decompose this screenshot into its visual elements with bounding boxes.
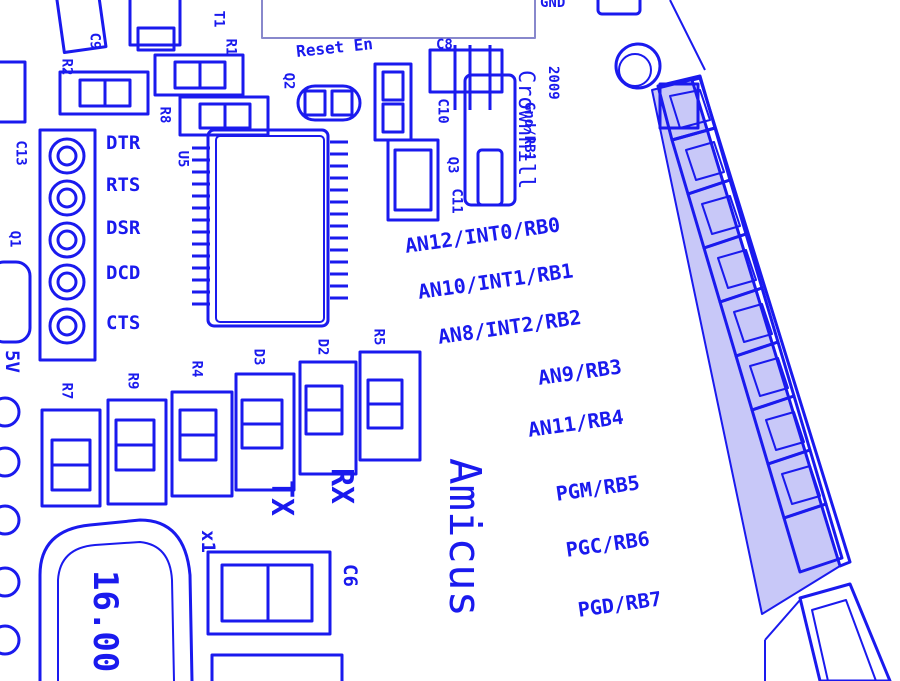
mounting-hole xyxy=(614,42,662,90)
component-c13 xyxy=(0,60,27,124)
ref-q2: Q2 xyxy=(280,72,297,90)
ref-c6: C6 xyxy=(338,564,361,587)
pin-label-rb6: PGC/RB6 xyxy=(564,526,652,562)
board-edge xyxy=(669,0,706,71)
serial-testpoints xyxy=(38,128,97,362)
signal-rts: RTS xyxy=(106,174,141,196)
edge-holes xyxy=(0,396,21,656)
component-c6 xyxy=(206,550,332,636)
component-r2 xyxy=(58,70,150,116)
ref-r7: R7 xyxy=(58,382,75,400)
ref-r4: R4 xyxy=(188,360,205,378)
pin-label-rb3: AN9/RB3 xyxy=(536,354,624,390)
component-r5 xyxy=(358,350,422,462)
ref-5v: 5V xyxy=(0,350,23,373)
ref-c8: C8 xyxy=(436,37,453,53)
signal-cts: CTS xyxy=(106,312,141,334)
pin-label-rb5: PGM/RB5 xyxy=(554,470,642,506)
year-label: 2009 xyxy=(545,66,561,100)
component-c10 xyxy=(386,138,440,222)
component-q1 xyxy=(0,260,32,344)
component-r9 xyxy=(106,398,168,506)
component-r7 xyxy=(40,408,102,508)
component-t1 xyxy=(128,0,182,47)
ref-c10: C10 xyxy=(434,98,451,124)
ref-r5: R5 xyxy=(370,328,387,346)
rx-label: RX xyxy=(324,468,359,505)
pin-label-rb7: PGD/RB7 xyxy=(576,586,664,622)
component-c9 xyxy=(54,0,108,54)
pin-label-rb1: AN10/INT1/RB1 xyxy=(416,258,575,304)
ref-c9: C9 xyxy=(86,32,103,50)
crystal-label: 16.00 xyxy=(85,570,125,673)
ref-r2: R2 xyxy=(58,58,75,76)
signal-dcd: DCD xyxy=(106,262,141,284)
component-r1 xyxy=(153,53,245,97)
ref-r9: R9 xyxy=(124,372,141,390)
signal-dtr: DTR xyxy=(106,132,141,154)
component-d2 xyxy=(298,360,358,476)
component-q2 xyxy=(296,84,362,122)
amicus-label: Amicus xyxy=(439,458,490,617)
component-r4 xyxy=(170,390,234,498)
component-d3 xyxy=(234,372,296,492)
signal-dsr: DSR xyxy=(106,217,141,239)
pin-label-rb0: AN12/INT0/RB0 xyxy=(403,212,562,258)
lcd-window xyxy=(261,0,536,39)
ref-u5: U5 xyxy=(174,150,191,168)
pin-label-rb4: AN11/RB4 xyxy=(526,404,626,442)
component-u5 xyxy=(192,128,348,328)
pin-label-rb2: AN8/INT2/RB2 xyxy=(436,305,583,349)
ref-c13: C13 xyxy=(12,140,29,166)
reset-en-label: Reset En xyxy=(295,34,374,61)
ref-t1: T1 xyxy=(210,10,227,28)
ref-d3: D3 xyxy=(250,348,267,366)
ref-x1: x1 xyxy=(196,530,219,553)
crystal-x1 xyxy=(38,518,194,681)
gnd-rb1-label: Gnd/RB1 xyxy=(521,102,537,162)
header-connector xyxy=(651,74,892,681)
ref-c11: C11 xyxy=(448,188,465,214)
tx-label: TX xyxy=(264,480,299,517)
ref-d2: D2 xyxy=(314,338,331,356)
ref-r8: R8 xyxy=(156,106,173,124)
ref-q1: Q1 xyxy=(6,230,23,248)
ref-q3: Q3 xyxy=(444,156,461,174)
ref-gnd: GND xyxy=(540,0,566,11)
ref-r1: R1 xyxy=(222,38,239,56)
